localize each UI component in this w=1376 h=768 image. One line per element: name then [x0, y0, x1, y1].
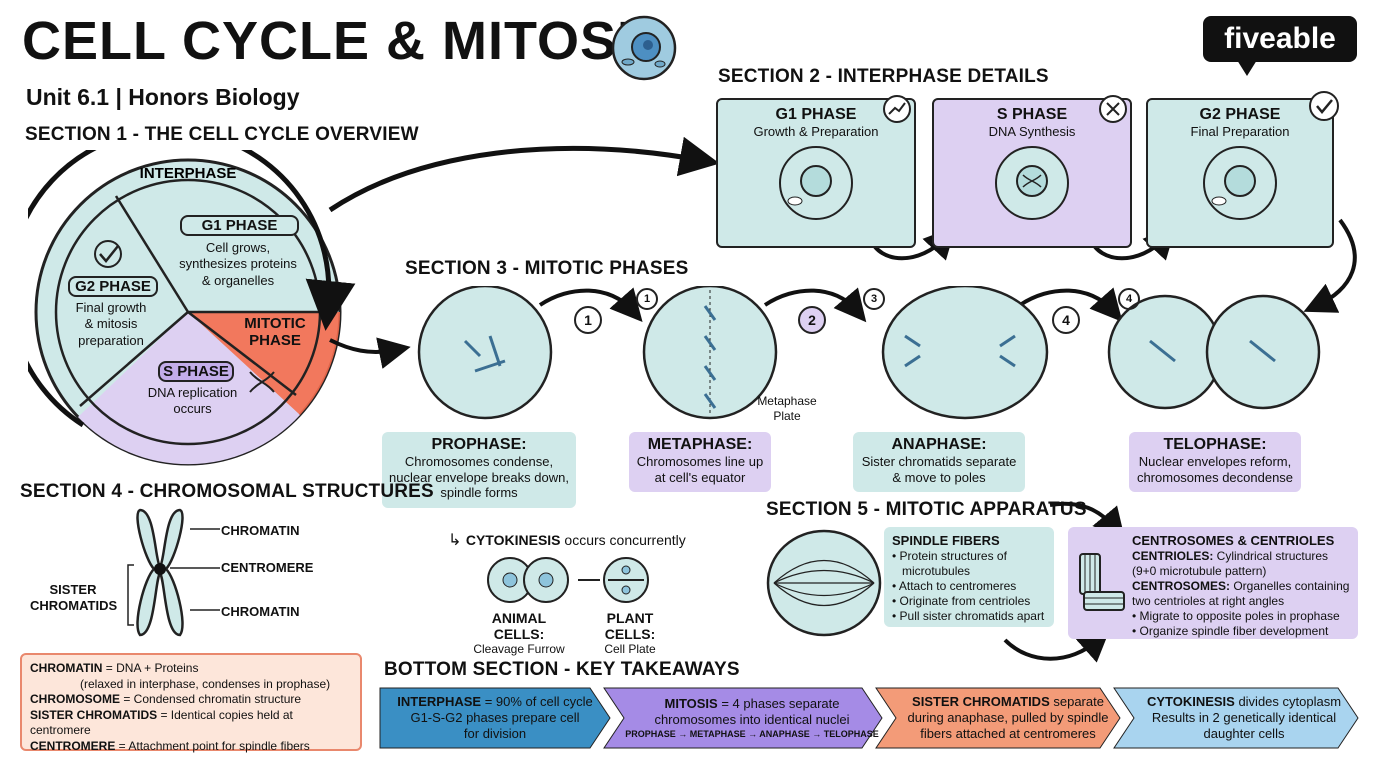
g1-phase-label: G1 PHASE: [180, 215, 299, 236]
section1-title: SECTION 1 - THE CELL CYCLE OVERVIEW: [25, 124, 419, 145]
fiveable-logo[interactable]: fiveable: [1203, 16, 1357, 76]
takeaway-mitosis: MITOSIS = 4 phases separate chromosomes …: [625, 696, 879, 739]
card-subtitle: Final Preparation: [1190, 124, 1290, 139]
card-subtitle: DNA Synthesis: [988, 124, 1076, 139]
step-badge: 4: [1118, 288, 1140, 310]
section3-title: SECTION 3 - MITOTIC PHASES: [405, 258, 689, 279]
chromatin-top-label: CHROMATIN: [221, 523, 300, 538]
spindle-fibers-box: SPINDLE FIBERS • Protein structures of m…: [884, 527, 1054, 627]
s-desc-line: occurs: [173, 401, 212, 417]
interphase-ring-label: INTERPHASE: [140, 165, 237, 182]
spindle-icon: [766, 529, 882, 637]
section5-title: SECTION 5 - MITOTIC APPARATUS: [766, 499, 1087, 520]
g1-detail-card: G1 PHASE Growth & Preparation: [716, 98, 916, 248]
card-title: G2 PHASE: [1199, 106, 1281, 123]
plant-cells-label: PLANT CELLS:: [604, 610, 656, 642]
label-leaders: [127, 528, 220, 626]
s-detail-card: S PHASE DNA Synthesis: [932, 98, 1132, 248]
dna-icon: [1098, 94, 1128, 129]
metaphase-label: METAPHASE: Chromosomes line up at cell's…: [629, 432, 771, 492]
takeaway-cytokinesis: CYTOKINESIS divides cytoplasm Results in…: [1146, 693, 1342, 742]
card-title: S PHASE: [996, 106, 1068, 123]
g1-desc-line: Cell grows,: [205, 240, 271, 255]
card-title: G1 PHASE: [775, 106, 857, 123]
telophase-label: TELOPHASE: Nuclear envelopes reform, chr…: [1129, 432, 1301, 492]
animal-cells-label: ANIMAL CELLS:: [491, 610, 547, 642]
centrosomes-box: CENTROSOMES & CENTRIOLES CENTRIOLES: Cyl…: [1068, 527, 1358, 639]
step-badge: 4: [1052, 306, 1080, 334]
takeaway-arrows: [379, 687, 1359, 749]
s-phase-label: S PHASE: [158, 361, 234, 382]
metaphase-plate-label: Plate: [773, 409, 801, 423]
g2-desc-line: & mitosis: [84, 316, 138, 332]
page-title: CELL CYCLE & MITOSIS: [22, 11, 671, 71]
cytokinesis-note: ↳ CYTOKINESIS occurs concurrently: [448, 532, 686, 549]
centriole-icon: [1079, 553, 1125, 611]
sister-chromatids-label: SISTER: [49, 582, 97, 597]
cell-icon: [779, 146, 853, 220]
cell-icon: [995, 146, 1069, 220]
chromosome-diagram: [136, 508, 184, 637]
prophase-label: PROPHASE: Chromosomes condense, nuclear …: [382, 432, 576, 508]
g2-detail-card: G2 PHASE Final Preparation: [1146, 98, 1334, 248]
step-badge: 3: [863, 288, 885, 310]
chromatin-bottom-label: CHROMATIN: [221, 604, 300, 619]
sister-chromatids-label: CHROMATIDS: [30, 597, 118, 613]
takeaway-interphase: INTERPHASE = 90% of cell cycle G1-S-G2 p…: [397, 693, 593, 742]
cell-cycle-wheel: INTERPHASE: [28, 150, 356, 466]
cell-icon: [611, 15, 677, 81]
definitions-box: CHROMATIN = DNA + Proteins (relaxed in i…: [20, 653, 362, 753]
section2-title: SECTION 2 - INTERPHASE DETAILS: [718, 66, 1049, 87]
mitotic-label: MITOTIC: [244, 315, 306, 332]
s-desc-line: DNA replication: [147, 385, 238, 400]
cytokinesis-icons: [487, 557, 649, 603]
g2-desc-line: preparation: [78, 332, 144, 348]
cell-icon: [1203, 146, 1277, 220]
section4-title: SECTION 4 - CHROMOSOMAL STRUCTURES: [20, 481, 434, 502]
anaphase-label: ANAPHASE: Sister chromatids separate & m…: [853, 432, 1025, 492]
cell-plate-label: Cell Plate: [604, 642, 656, 656]
step-badge: 1: [574, 306, 602, 334]
centromere-label: CENTROMERE: [221, 560, 314, 575]
g2-phase-label: G2 PHASE: [68, 276, 158, 297]
bend-arrow-icon: ↳: [448, 532, 466, 549]
step-badge: 1: [636, 288, 658, 310]
check-icon: [94, 240, 122, 268]
check-icon: [1308, 90, 1340, 127]
chromatin-extra: (relaxed in interphase, condenses in pro…: [80, 676, 331, 691]
cleavage-furrow-label: Cleavage Furrow: [473, 642, 565, 656]
metaphase-plate-label: Metaphase: [757, 394, 817, 408]
g1-desc-line: & organelles: [201, 272, 275, 288]
bottom-title: BOTTOM SECTION - KEY TAKEAWAYS: [384, 659, 740, 680]
page-subtitle: Unit 6.1 | Honors Biology: [26, 84, 300, 110]
g2-desc-line: Final growth: [75, 300, 147, 315]
mitosis-cells: [417, 286, 1321, 420]
card-subtitle: Growth & Preparation: [753, 124, 879, 139]
mitotic-label: PHASE: [249, 331, 301, 349]
g1-desc-line: synthesizes proteins: [179, 256, 297, 272]
takeaway-sister-chromatids: SISTER CHROMATIDS separate during anapha…: [907, 693, 1109, 742]
dna-icon: [249, 371, 275, 393]
step-badge: 2: [798, 306, 826, 334]
growth-chart-icon: [882, 94, 912, 129]
